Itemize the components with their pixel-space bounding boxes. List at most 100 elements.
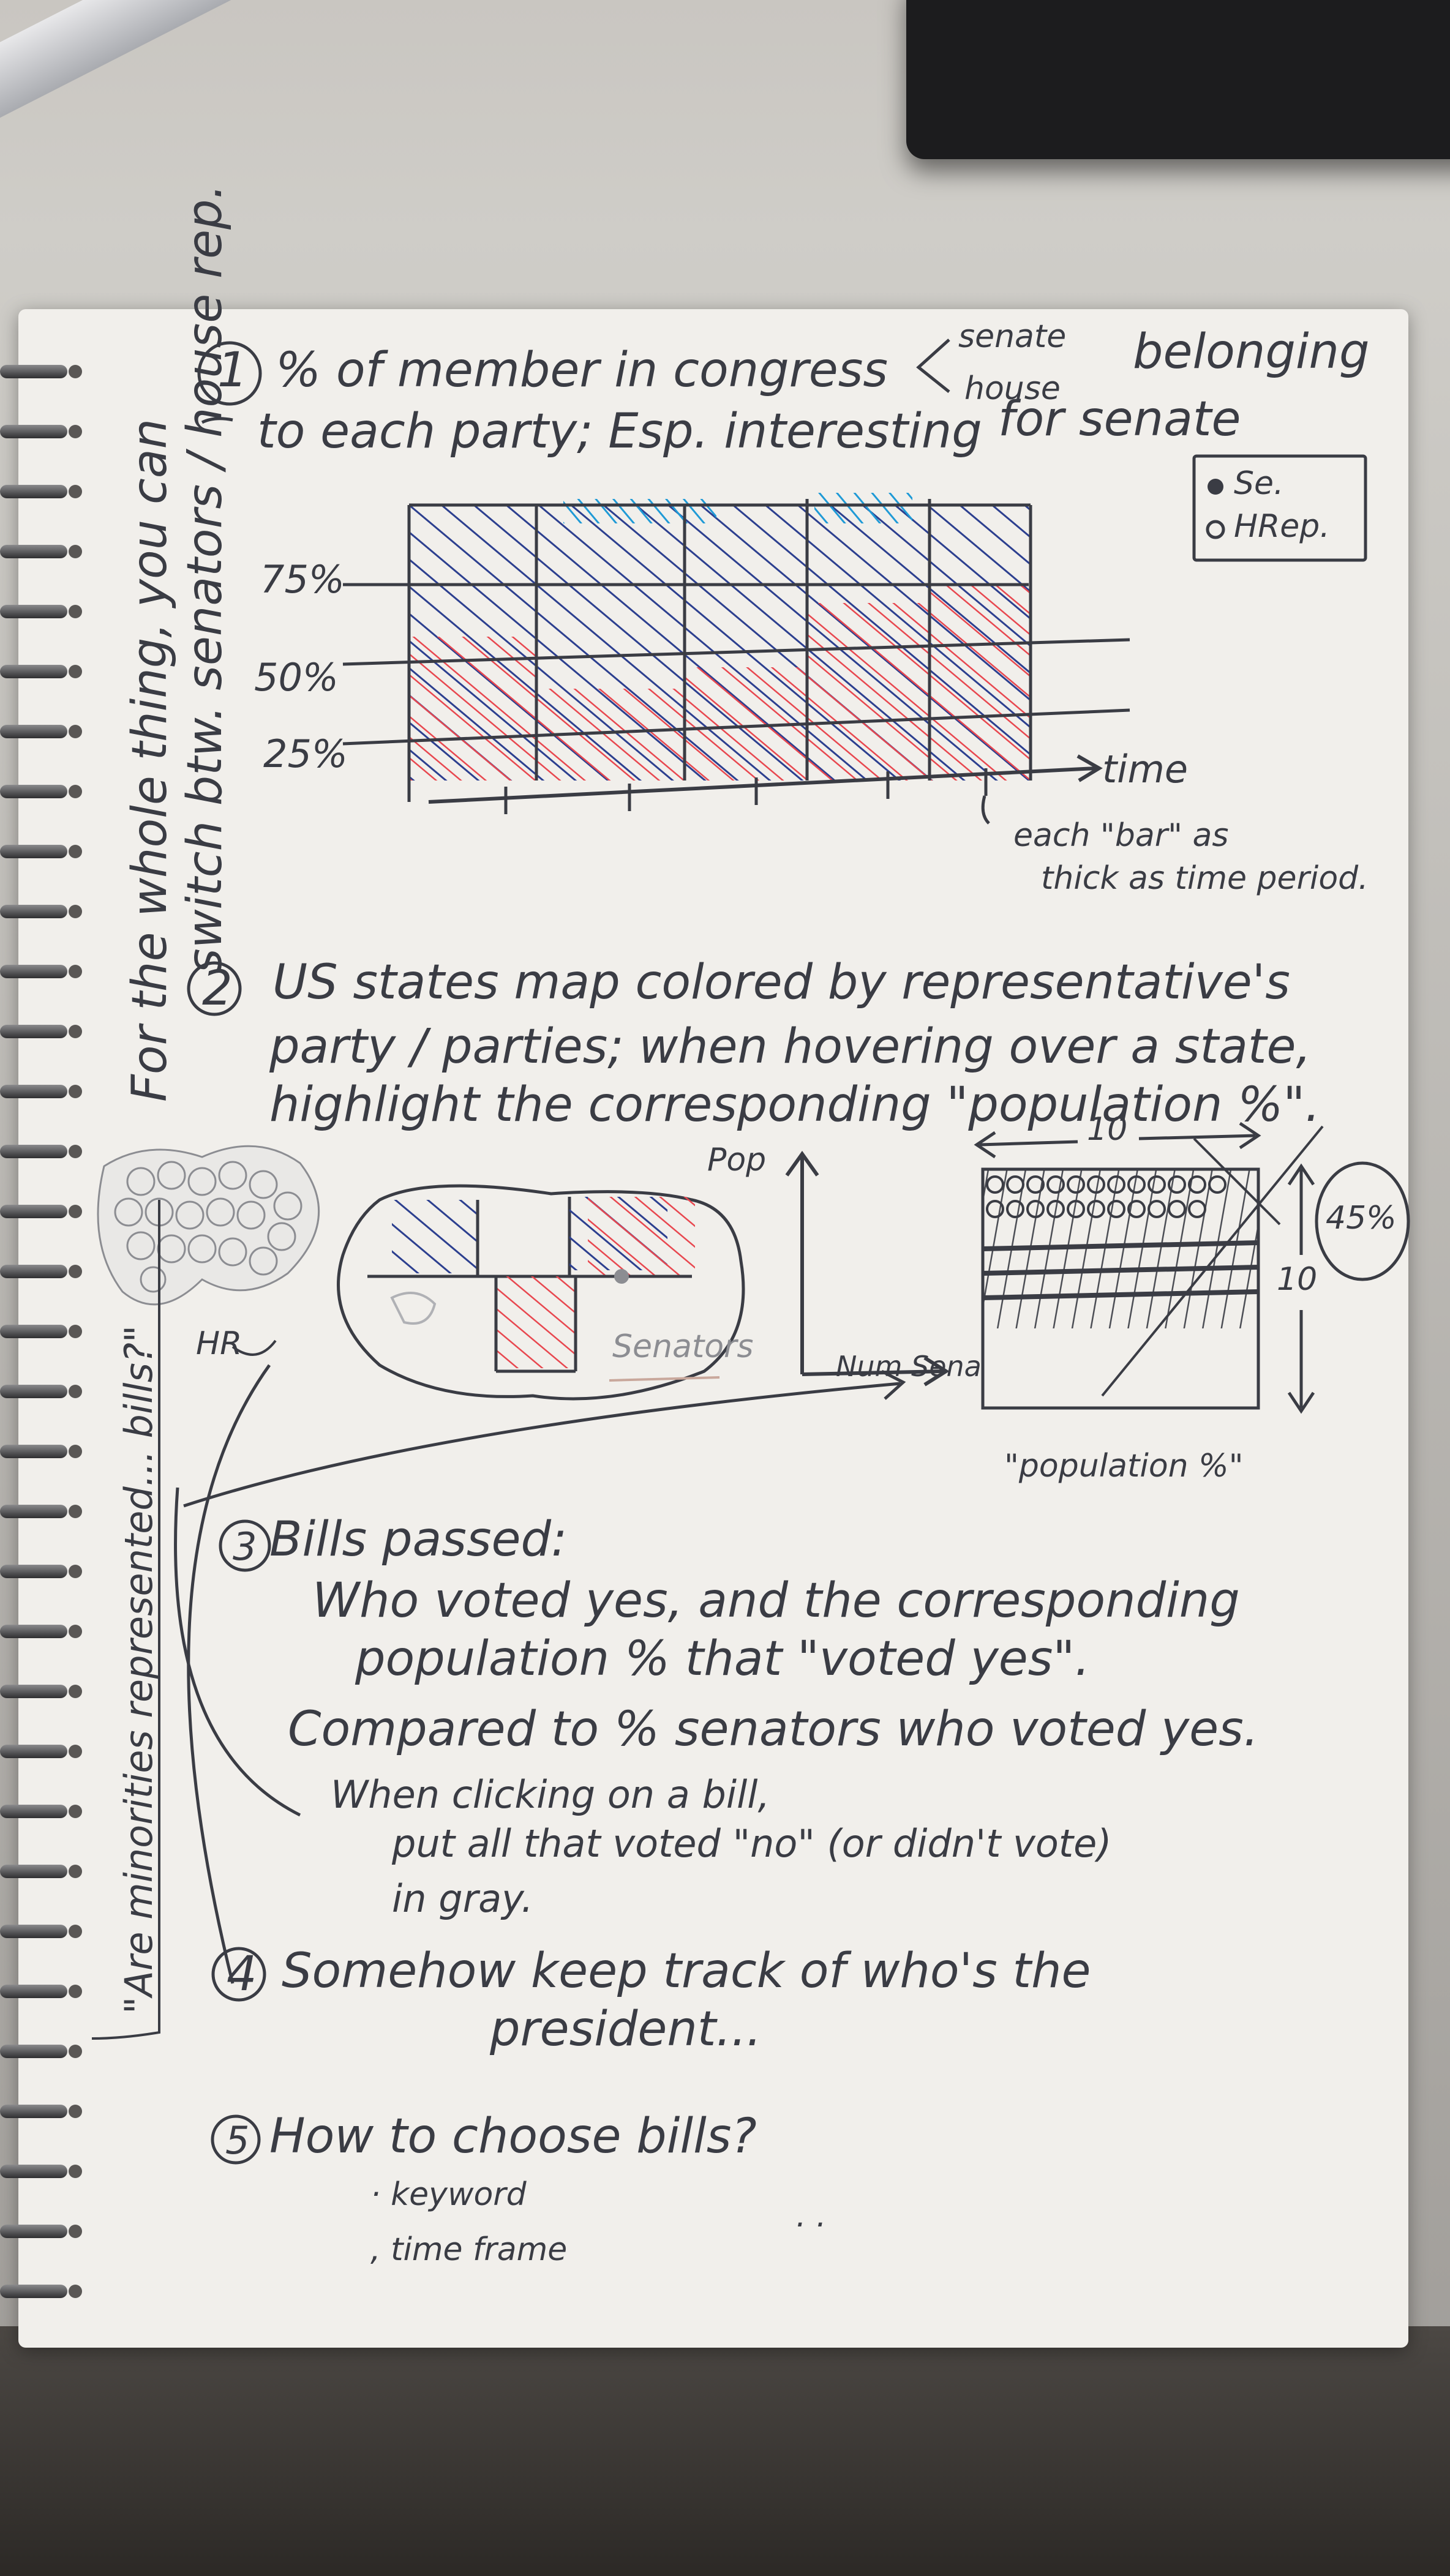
grid-side-count: 10 [1277,1261,1318,1298]
spiral-ring [0,1201,92,1222]
spiral-ring [0,961,92,982]
spiral-ring [0,1621,92,1642]
spiral-ring [0,2221,92,2242]
item3-line3: population % that "voted yes". [355,1631,1091,1687]
spiral-ring [0,1021,92,1042]
legend-house-dot [1206,520,1225,539]
pop-axis-label: Pop [707,1142,767,1178]
spiral-ring [0,1381,92,1402]
number-circle-2 [187,961,242,1016]
item1-line2: to each party; Esp. interesting [257,404,982,459]
spiral-ring [0,781,92,802]
spiral-ring [0,721,92,742]
item2-number: 2 [202,961,233,1016]
y-tick-50: 50% [254,655,339,700]
senators-label: Senators [612,1328,754,1365]
item5-line1: How to choose bills? [269,2109,757,2164]
party-share-sketch [342,493,1130,825]
population-axes-sketch [785,1150,950,1387]
item1-line2-end: for senate [998,392,1241,447]
grid-badge-percent: 45% [1326,1200,1397,1237]
legend-senate-dot [1208,479,1223,495]
underline-stroke [201,417,233,424]
item1-number: 1 [217,343,248,398]
item3-line2: Who voted yes, and the corresponding [312,1573,1240,1628]
spiral-ring [0,1561,92,1582]
margin-note-bottom: "Are minorities represented... bills?" [116,1325,161,2014]
curved-arrow-to-axes [187,1364,271,1984]
spiral-ring [0,2041,92,2062]
hr-connector [231,1339,277,1356]
spiral-ring [0,361,92,382]
spiral-ring [0,1441,92,1462]
x-axis-label-time: time [1102,747,1189,792]
bullet-keyword-text: keyword [391,2176,527,2213]
item5-bullet-timeframe: , time frame [370,2231,568,2268]
spiral-ring [0,2101,92,2122]
spiral-ring [0,1801,92,1822]
curved-arrow-bills [174,1487,301,1817]
population-grid-sketch [974,1121,1410,1414]
margin-bracket [91,1200,160,2040]
spiral-ring [0,1321,92,1342]
item3-line4: Compared to % senators who voted yes. [288,1702,1259,1757]
x-note-2: thick as time period. [1041,860,1369,897]
item3-line6: put all that voted "no" (or didn't vote) [392,1821,1112,1866]
spiral-ring [0,481,92,502]
spiral-ring [0,661,92,682]
number-circle-5 [211,2114,261,2165]
curved-arrow-to-axes-2 [183,1382,901,1508]
item1-option-senate: senate [958,318,1067,355]
spiral-ring [0,1081,92,1102]
number-circle-4 [211,1947,266,2002]
item5-dots: . . [796,2198,827,2234]
item3-number: 3 [233,1524,257,1569]
item2-line3: highlight the corresponding "population … [269,1077,1320,1133]
grid-caption: "population %" [1004,1448,1244,1485]
margin-note-top: For the whole thing, you can [122,418,178,1102]
item3-line1: Bills passed: [269,1512,568,1567]
spiral-ring [0,1681,92,1702]
us-map-sketch [337,1184,745,1401]
number-circle-3 [219,1519,271,1572]
spiral-ring [0,1921,92,1942]
spiral-ring [0,1141,92,1162]
grid-top-count: 10 [1087,1111,1128,1148]
item1-line1: % of member in congress [276,343,888,398]
state-blob [97,1145,320,1306]
hr-label: HR [196,1325,242,1362]
options-brace [916,339,950,393]
spiral-ring [0,1261,92,1282]
spiral-ring [0,1981,92,2002]
spiral-ring [0,841,92,862]
item2-line1: US states map colored by representative'… [272,955,1290,1010]
dark-device [906,0,1450,159]
spiral-ring [0,1501,92,1522]
legend-box [1192,454,1367,562]
item4-line1: Somehow keep track of who's the [282,1944,1091,1999]
spiral-ring [0,1741,92,1762]
item5-bullet-keyword: · keyword [370,2176,527,2213]
item3-line5: When clicking on a bill, [331,1772,770,1817]
num-senators-axis-label: Num Sena [836,1350,982,1383]
legend-house-label: HRep. [1234,508,1330,545]
spiral-ring [0,601,92,622]
margin-note-top-2: switch btw. senators / house rep. [178,184,233,973]
spiral-ring [0,1861,92,1882]
x-note-1: each "bar" as [1013,817,1229,854]
item4-number: 4 [227,1947,257,2002]
item2-line2: party / parties; when hovering over a st… [269,1019,1312,1074]
desk-shadow [0,2326,1450,2576]
item5-number: 5 [225,2118,250,2163]
number-circle-1 [197,341,262,406]
legend-senate-label: Se. [1234,465,1284,502]
y-tick-25: 25% [263,732,348,776]
spiral-ring [0,2281,92,2302]
spiral-ring [0,2161,92,2182]
item1-line1-end: belonging [1133,324,1370,380]
spiral-ring [0,421,92,442]
y-tick-75: 75% [260,557,345,602]
item3-line7: in gray. [392,1876,533,1921]
item4-line2: president... [490,2002,762,2057]
